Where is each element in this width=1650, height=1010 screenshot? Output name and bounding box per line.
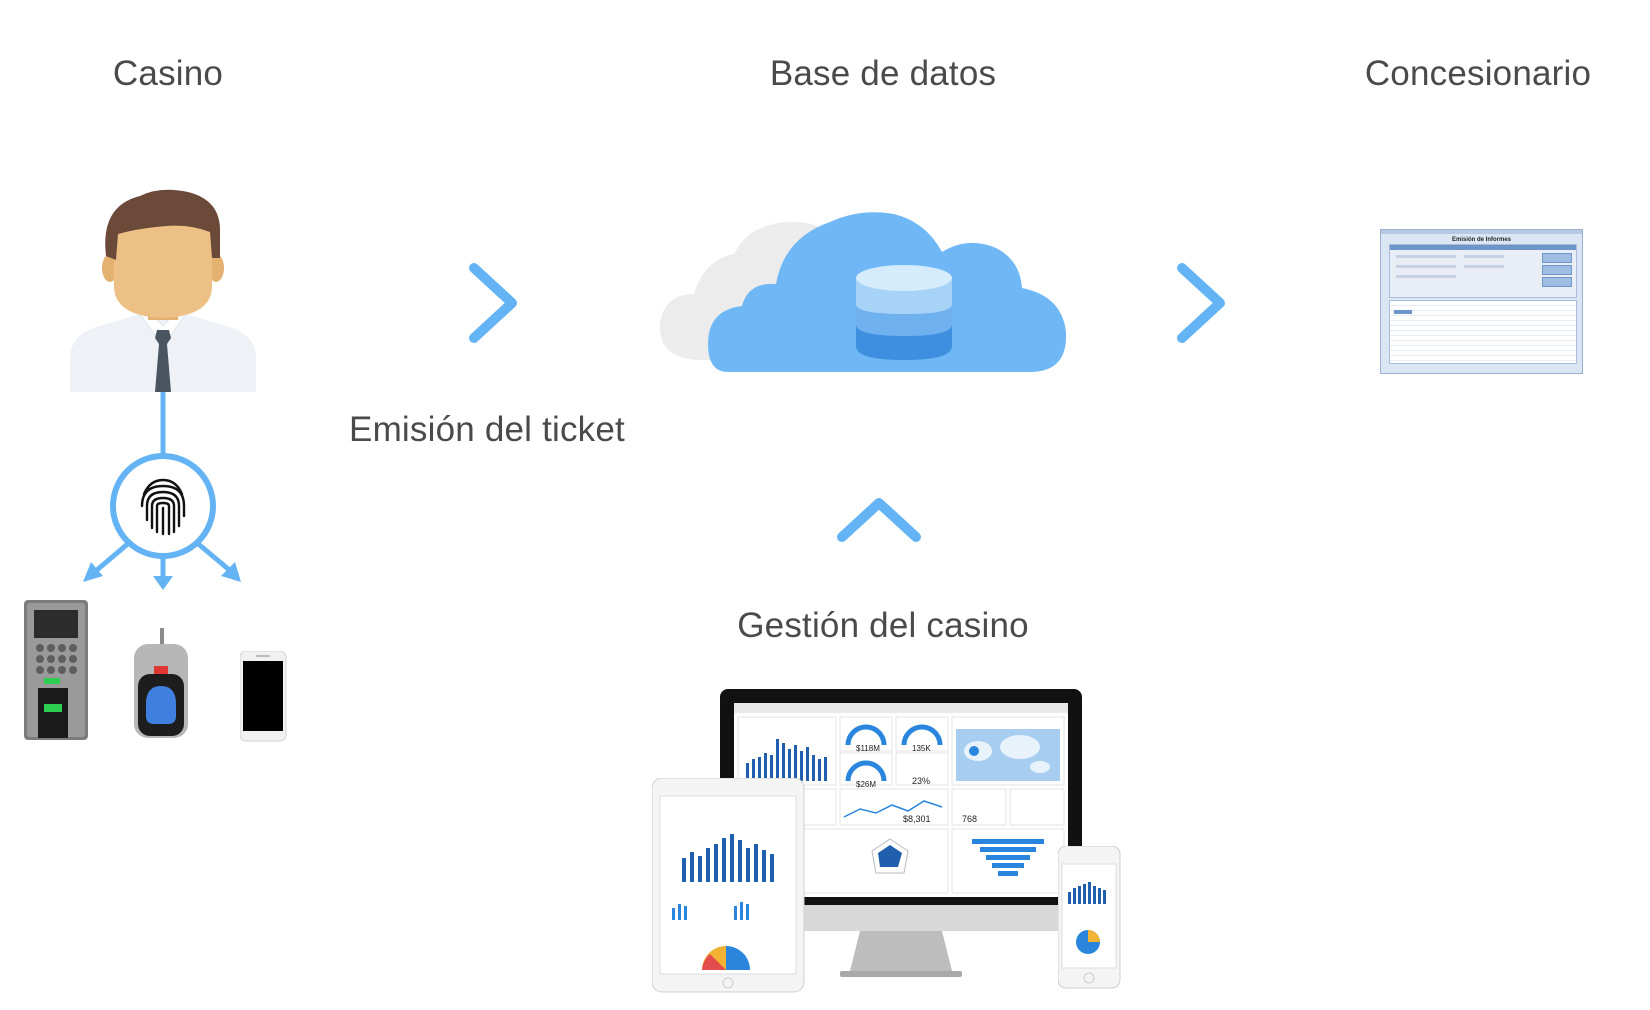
tablet-device [652,778,806,994]
chevron-right-icon-2 [1176,262,1228,344]
database-label: Base de datos [769,54,997,93]
person-icon [70,186,256,392]
dealer-label: Concesionario [1364,54,1592,93]
phone-icon [240,651,288,743]
kpi-units: 135K [912,744,931,753]
report-window: Emisión de Informes [1380,229,1583,374]
fingerprint-reader-icon [134,628,190,740]
kpi-value: $8,301 [903,814,931,824]
chevron-up-icon [836,495,922,543]
cloud-database-icon [658,208,1074,374]
kpi-profit: $26M [856,780,877,789]
kpi-revenue: $118M [856,744,880,753]
fingerprint-icon [138,476,188,536]
kpi-count: 768 [962,814,978,824]
ticket-label: Emisión del ticket [349,410,625,449]
keypad-terminal-icon [24,600,90,742]
smartphone-device [1058,846,1122,990]
fingerprint-connector [75,392,265,592]
chevron-right-icon [468,262,520,344]
casino-label: Casino [112,54,224,93]
management-label: Gestión del casino [737,606,1029,645]
kpi-margin: 23% [912,776,931,786]
report-title: Emisión de Informes [1451,237,1511,243]
